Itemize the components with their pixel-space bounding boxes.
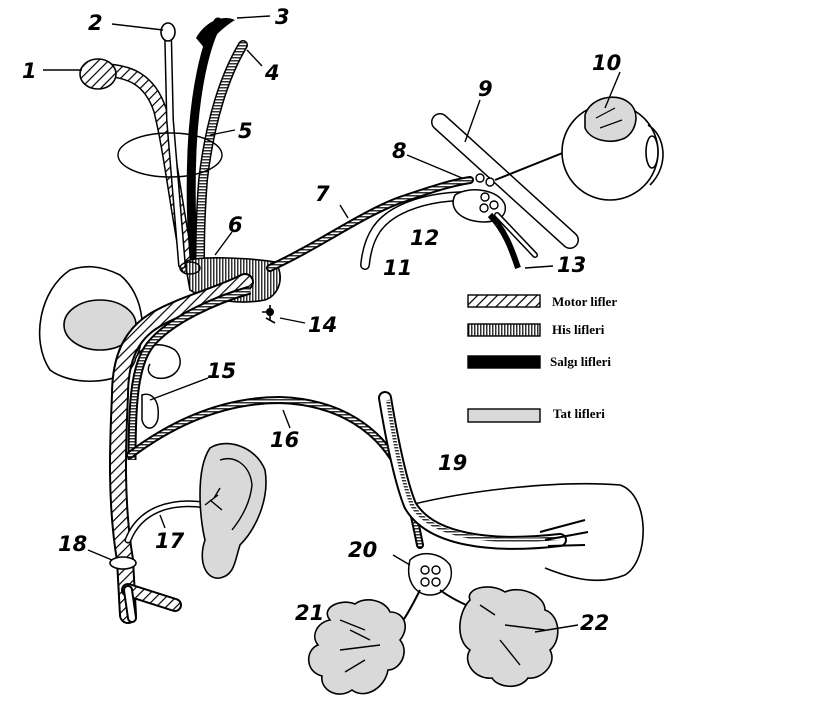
label-15: 15: [207, 359, 236, 383]
label-12: 12: [410, 226, 439, 250]
maxillary-nerve: [431, 113, 579, 249]
sublingual-gland: [307, 599, 406, 695]
legend-swatch-motor: [467, 294, 541, 308]
eye-with-lacrimal-gland: [561, 96, 664, 201]
lingual-nerve: [378, 391, 589, 550]
label-6: 6: [228, 213, 243, 237]
label-19: 19: [438, 451, 467, 475]
legend: Motor lifler His lifleri Salgı lifleri T…: [467, 294, 617, 423]
label-1: 1: [22, 59, 37, 83]
branch-11-12: [360, 191, 475, 270]
legend-sensory: His lifleri: [552, 322, 605, 337]
label-17: 17: [155, 529, 185, 553]
label-5: 5: [238, 119, 253, 143]
label-16: 16: [270, 428, 299, 452]
number-labels: 1 2 3 4 5 6 7 8 9 10 11 12 13 14 15 16 1…: [22, 5, 621, 635]
leader-lines: [43, 15, 621, 633]
legend-swatch-taste: [467, 408, 541, 423]
legend-swatch-sensory: [467, 323, 541, 337]
chorda-tympani: [126, 395, 424, 549]
label-18: 18: [58, 532, 87, 556]
label-21: 21: [295, 601, 324, 625]
label-11: 11: [383, 256, 412, 280]
label-10: 10: [592, 51, 621, 75]
facial-nerve-trunk: [108, 273, 254, 624]
label-4: 4: [264, 61, 280, 85]
submandibular-ganglion: [379, 553, 521, 646]
nerve-roots: [79, 17, 248, 275]
label-7: 7: [315, 182, 330, 206]
label-14: 14: [308, 313, 337, 337]
label-8: 8: [392, 139, 407, 163]
legend-taste: Tat lifleri: [553, 406, 605, 421]
greater-petrosal-nerve: [266, 176, 474, 272]
temporal-bone-outline: [38, 265, 144, 383]
label-20: 20: [348, 538, 377, 562]
label-3: 3: [275, 5, 290, 29]
mandible-outline: [409, 482, 644, 582]
label-2: 2: [88, 11, 103, 35]
ear-and-auricular-branch: [124, 442, 267, 579]
legend-secretory: Salgı lifleri: [550, 354, 611, 369]
label-22: 22: [580, 611, 609, 635]
legend-swatch-secretory: [467, 355, 541, 369]
submandibular-gland: [459, 586, 559, 688]
pterygopalatine-ganglion: [452, 129, 621, 269]
label-9: 9: [478, 77, 493, 101]
legend-motor: Motor lifler: [552, 294, 617, 309]
label-13: 13: [557, 253, 586, 277]
